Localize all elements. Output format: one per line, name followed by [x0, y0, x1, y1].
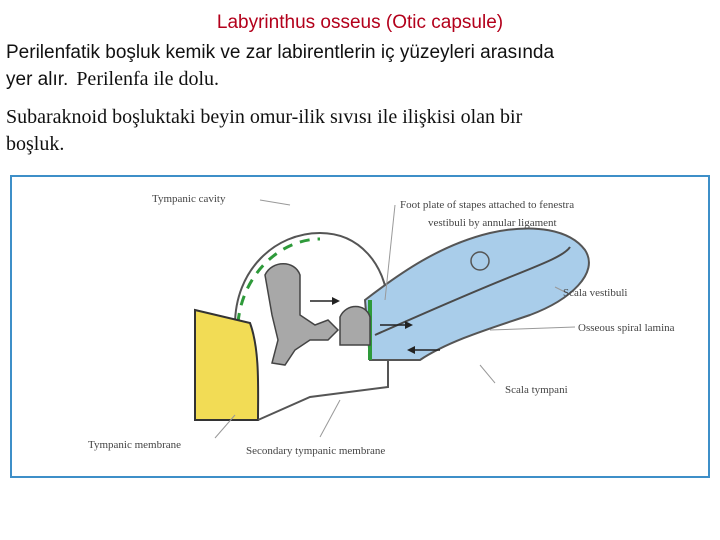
leader-tympanic-membrane: [214, 414, 236, 439]
label-foot-plate-line-2: vestibuli by annular ligament: [428, 217, 557, 229]
ossicles-shape: [264, 263, 340, 366]
label-scala-tympani: Scala tympani: [505, 384, 568, 396]
ear-diagram: Tympanic cavity Foot plate of stapes att…: [10, 175, 710, 478]
leader-tympanic-cavity: [259, 199, 291, 206]
label-tympanic-membrane: Tympanic membrane: [88, 439, 181, 451]
ear-diagram-figure: Tympanic cavity Foot plate of stapes att…: [10, 175, 710, 478]
helicotrema: [470, 251, 490, 271]
tympanic-cavity-floor: [257, 375, 389, 421]
leader-foot-plate: [384, 204, 396, 301]
osseous-spiral-lamina-shape: [374, 246, 571, 336]
leader-scala-vestibuli: [554, 286, 566, 293]
cochlea-shape: [363, 227, 590, 361]
sound-arrow-3-head: [407, 346, 415, 354]
leader-scala-tympani: [479, 364, 496, 384]
label-secondary-tympanic-membrane: Secondary tympanic membrane: [246, 445, 385, 457]
leader-osseous-spiral-lamina: [489, 326, 576, 331]
label-scala-vestibuli: Scala vestibuli: [563, 287, 627, 299]
bone-outline-top: [236, 237, 321, 324]
stapes-shape: [339, 305, 371, 346]
label-foot-plate-line-1: Foot plate of stapes attached to fenestr…: [400, 199, 574, 211]
text-line-2-part-b: Perilenfa ile dolu.: [76, 68, 220, 90]
text-line-2-part-a: yer alır.: [6, 69, 69, 90]
text-line-4: boşluk.: [6, 133, 65, 155]
text-line-2: yer alır. Perilenfa ile dolu.: [6, 68, 219, 91]
text-line-1: Perilenfatik boşluk kemik ve zar labiren…: [6, 42, 555, 63]
slide-title: Labyrinthus osseus (Otic capsule): [216, 12, 504, 33]
label-tympanic-cavity: Tympanic cavity: [152, 193, 226, 205]
sound-arrow-2-head: [405, 321, 413, 329]
text-line-3: Subaraknoid boşluktaki beyin omur-ilik s…: [6, 106, 523, 128]
label-osseous-spiral-lamina: Osseous spiral lamina: [578, 322, 675, 334]
leader-secondary-tympanic-membrane: [319, 399, 341, 438]
sound-arrow-1-head: [332, 297, 340, 305]
tympanic-membrane-shape: [194, 308, 260, 421]
